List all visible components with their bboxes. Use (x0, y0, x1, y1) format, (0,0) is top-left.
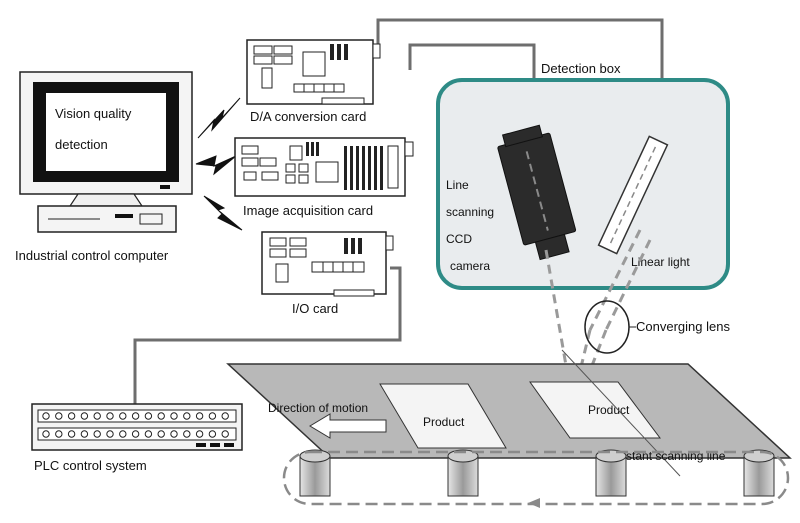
linear-light (597, 135, 669, 255)
plc-terminal (55, 430, 63, 438)
plc-terminal (208, 430, 217, 438)
plc-label: PLC control system (34, 458, 147, 473)
plc-terminal (170, 430, 178, 438)
plc-terminal (93, 412, 101, 420)
plc-terminal (80, 430, 89, 438)
plc-terminal (183, 412, 191, 420)
plc-terminal (183, 430, 191, 438)
image-acquisition-card: Image acquisition card (234, 137, 414, 218)
plc-terminal (208, 412, 217, 420)
computer-base (37, 205, 177, 233)
motion-arrow-icon (309, 413, 387, 439)
camera-label-line4: camera (450, 259, 490, 273)
converging-lens: Converging lens (584, 300, 730, 354)
camera-label-line1: Line (446, 178, 469, 192)
ccd-camera (497, 124, 577, 261)
detection-box-frame (436, 78, 730, 290)
loop-arrow-icon (528, 498, 540, 508)
lightning-bolt-icon (195, 155, 237, 176)
plc-terminal (221, 412, 229, 420)
detection-box: Detection box Line scanning CCD camera L… (436, 61, 730, 290)
screen-text-line2: detection (55, 137, 108, 152)
plc-terminal (119, 412, 127, 420)
da-card: D/A conversion card (246, 39, 381, 124)
product-1-label: Product (423, 415, 465, 429)
plc-terminal (80, 412, 89, 420)
plc-terminal (170, 412, 178, 420)
product-2 (529, 381, 661, 439)
plc-control-system: PLC control system (31, 403, 243, 473)
plc-terminal (55, 412, 63, 420)
direction-label: Direction of motion (268, 401, 368, 415)
plc-terminal (93, 430, 101, 438)
plc-terminal (157, 412, 165, 420)
industrial-computer: Vision quality detection Industrial cont… (15, 71, 193, 263)
screen-text-line1: Vision quality (55, 106, 132, 121)
plc-terminal (144, 430, 153, 438)
roller (595, 455, 627, 497)
plc-terminal (144, 412, 153, 420)
plc-terminal (195, 430, 204, 438)
io-card-label: I/O card (292, 301, 338, 316)
plc-terminal (195, 412, 204, 420)
camera-label-line3: CCD (446, 232, 472, 246)
plc-terminal (67, 430, 76, 438)
wireless-links (195, 97, 243, 231)
plc-terminal (119, 430, 127, 438)
light-label: Linear light (631, 255, 690, 269)
io-card: I/O card (261, 231, 394, 316)
da-card-label: D/A conversion card (250, 109, 366, 124)
product-1 (379, 383, 507, 449)
plc-terminal (221, 430, 229, 438)
scanning-line (561, 349, 681, 477)
product-2-label: Product (588, 403, 630, 417)
cable-da-to-light (376, 18, 664, 135)
plc-terminal (42, 412, 50, 420)
plc-terminal (106, 430, 114, 438)
plc-terminal (67, 412, 76, 420)
monitor-stand (68, 193, 144, 207)
plc-terminal (106, 412, 114, 420)
plc-terminal (131, 412, 140, 420)
computer-label: Industrial control computer (15, 248, 169, 263)
plc-terminal (131, 430, 140, 438)
monitor-screen (46, 93, 166, 171)
lens-label: Converging lens (636, 319, 730, 334)
camera-label-line2: scanning (446, 205, 494, 219)
plc-terminal (157, 430, 165, 438)
lightning-bolt-icon (197, 97, 241, 139)
detection-box-label: Detection box (541, 61, 621, 76)
cable-io-to-plc (133, 266, 402, 408)
conveyor: Product Product Direction of motion Inst… (226, 349, 792, 508)
plc-terminal (42, 430, 50, 438)
lightning-bolt-icon (203, 195, 243, 231)
image-card-label: Image acquisition card (243, 203, 373, 218)
